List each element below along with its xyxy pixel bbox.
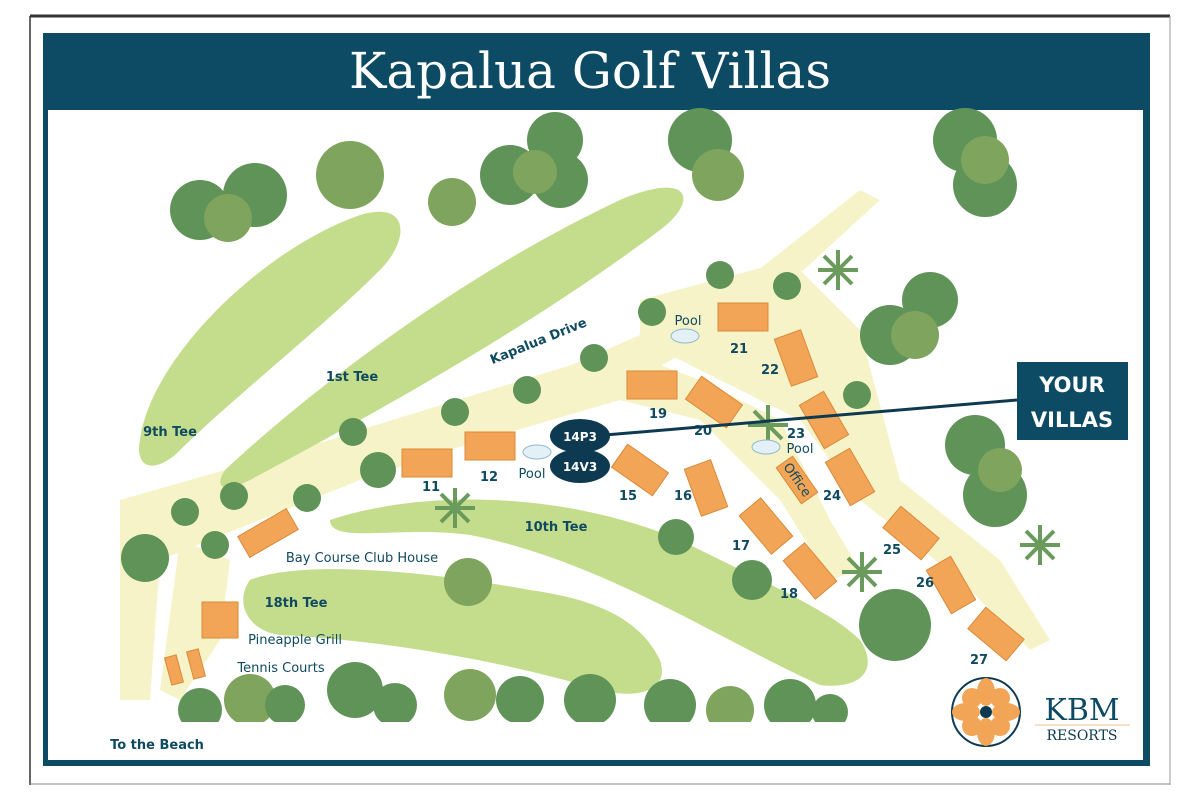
logo-sub: RESORTS: [1046, 728, 1117, 744]
tee-label-9th: 9th Tee: [143, 425, 197, 440]
tennis-label: Tennis Courts: [236, 661, 324, 676]
pool-label: Pool: [519, 467, 546, 482]
svg-text:17: 17: [732, 539, 750, 554]
club-house-label: Bay Course Club House: [286, 551, 438, 566]
trees: [121, 108, 1027, 734]
beach-label: To the Beach: [110, 738, 204, 753]
svg-text:16: 16: [674, 489, 692, 504]
svg-text:23: 23: [787, 427, 805, 442]
svg-text:21: 21: [730, 342, 748, 357]
villa-buildings: [163, 302, 1025, 686]
your-villa-markers[interactable]: 14P3 14V3: [550, 419, 610, 483]
tee-label-18th: 18th Tee: [265, 596, 328, 611]
callout-line1: YOUR: [1038, 373, 1105, 397]
svg-text:25: 25: [883, 543, 901, 558]
pools: [522, 328, 781, 460]
tee-label-1st: 1st Tee: [326, 370, 378, 385]
svg-text:27: 27: [970, 653, 988, 668]
logo-name: KBM: [1044, 693, 1119, 728]
svg-text:12: 12: [480, 470, 498, 485]
pool-label: Pool: [787, 442, 814, 457]
unit-14p3: 14P3: [563, 430, 597, 444]
tee-label-10th: 10th Tee: [525, 520, 588, 535]
svg-text:26: 26: [916, 576, 934, 591]
palm-trees: [435, 250, 1060, 592]
building-numbers: 11 12 15 16 17 18 19 20 21 22 23 24 25 2…: [422, 342, 988, 668]
svg-text:22: 22: [761, 363, 779, 378]
svg-text:24: 24: [823, 489, 841, 504]
your-villas-callout: [1017, 362, 1128, 440]
callout-line2: VILLAS: [1031, 408, 1113, 432]
unit-14v3: 14V3: [563, 460, 597, 474]
svg-text:11: 11: [422, 480, 440, 495]
kbm-logo: KBM RESORTS: [951, 677, 1130, 747]
pool-label: Pool: [675, 314, 702, 329]
map-title: Kapalua Golf Villas: [349, 42, 831, 100]
svg-text:18: 18: [780, 587, 798, 602]
svg-text:15: 15: [619, 489, 637, 504]
pointer-line: [604, 398, 1018, 437]
grill-label: Pineapple Grill: [248, 633, 342, 648]
fairways: [139, 187, 868, 694]
svg-text:19: 19: [649, 407, 667, 422]
